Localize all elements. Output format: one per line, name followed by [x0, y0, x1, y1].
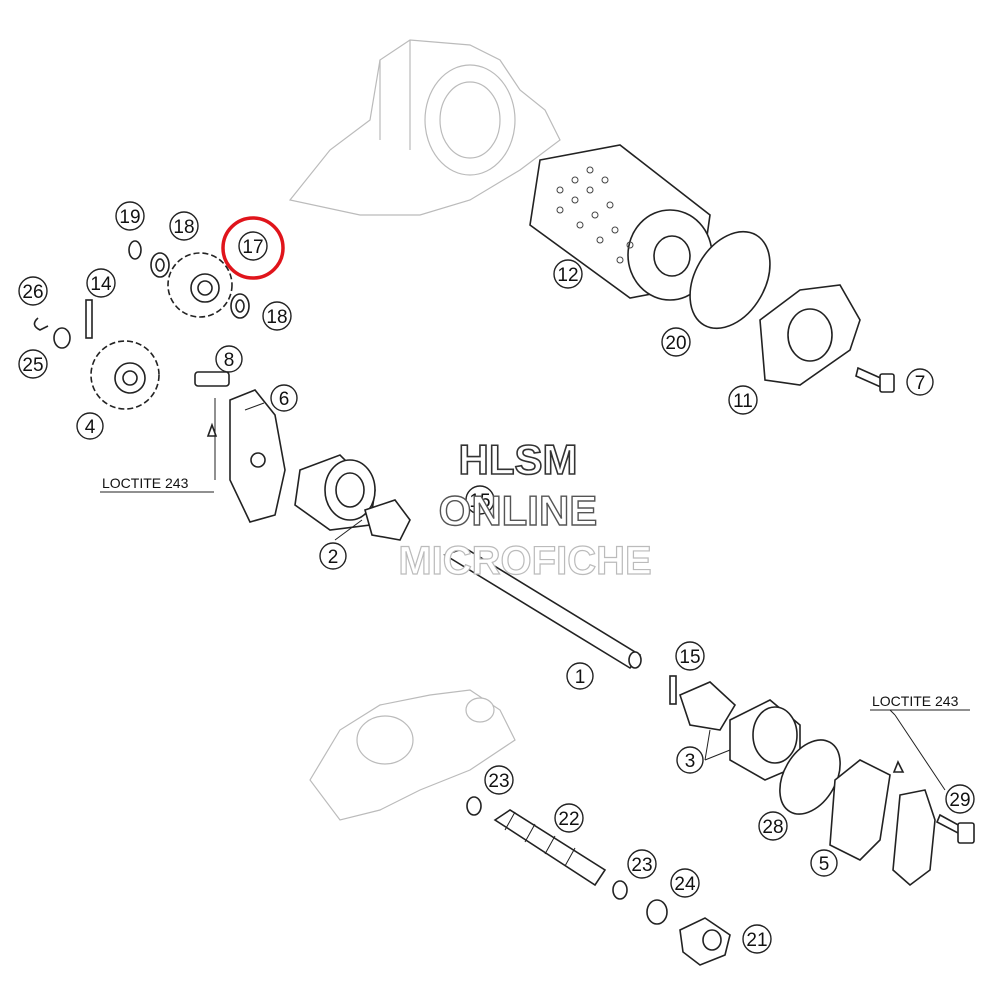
pin-15-part — [669, 675, 677, 705]
loctite-label-left: LOCTITE 243 — [102, 475, 189, 491]
svg-text:15: 15 — [469, 491, 490, 512]
cover-5-part — [829, 759, 891, 861]
circlip-26-part — [33, 317, 49, 331]
svg-text:20: 20 — [665, 333, 686, 354]
callout-11[interactable]: 11 — [728, 385, 758, 415]
pin-14-part — [85, 299, 93, 339]
callout-2[interactable]: 2 — [319, 542, 347, 570]
svg-text:4: 4 — [85, 417, 96, 438]
hose-part — [892, 760, 936, 887]
engine-case-bottom — [309, 689, 516, 821]
svg-text:MICROFICHE: MICROFICHE — [398, 539, 651, 583]
svg-text:15: 15 — [679, 647, 700, 668]
gear-17-part — [167, 252, 233, 318]
callout-6[interactable]: 6 — [270, 384, 298, 412]
bolt-7-part — [855, 366, 895, 393]
filter-cover-part — [759, 284, 861, 386]
callout-24[interactable]: 24 — [670, 868, 700, 898]
svg-text:5: 5 — [819, 854, 830, 875]
washer-18b-part — [230, 293, 250, 319]
svg-text:18: 18 — [266, 307, 287, 328]
circlip-19-part — [128, 240, 142, 260]
svg-text:25: 25 — [22, 355, 43, 376]
callout-19[interactable]: 19 — [115, 201, 145, 231]
callout-15a[interactable]: 15 — [465, 485, 495, 515]
svg-text:21: 21 — [746, 930, 767, 951]
callout-23b[interactable]: 23 — [627, 849, 657, 879]
callout-15b[interactable]: 15 — [675, 641, 705, 671]
svg-text:18: 18 — [173, 217, 194, 238]
callout-18a[interactable]: 18 — [169, 211, 199, 241]
svg-text:28: 28 — [762, 817, 783, 838]
strainer-22-part — [493, 809, 607, 887]
svg-text:23: 23 — [488, 771, 509, 792]
gear-4-part — [90, 340, 160, 410]
svg-text:8: 8 — [224, 350, 235, 371]
svg-text:23: 23 — [631, 855, 652, 876]
svg-text:29: 29 — [949, 790, 970, 811]
callout-23a[interactable]: 23 — [484, 765, 514, 795]
o-ring-23a-part — [466, 796, 482, 816]
oil-filter-part — [529, 144, 713, 301]
callout-17[interactable]: 17 — [238, 231, 268, 261]
svg-text:HLSM: HLSM — [459, 436, 578, 483]
svg-text:17: 17 — [242, 237, 263, 258]
callout-7[interactable]: 7 — [906, 368, 934, 396]
loctite-label-right: LOCTITE 243 — [872, 693, 959, 709]
svg-text:12: 12 — [557, 265, 578, 286]
callout-26[interactable]: 26 — [18, 276, 48, 306]
screw-8-part — [194, 371, 230, 437]
svg-text:ONLINE: ONLINE — [439, 487, 598, 534]
rotor-3-part — [679, 681, 801, 781]
o-ring-23b-part — [612, 880, 628, 900]
callout-12[interactable]: 12 — [553, 259, 583, 289]
callout-18b[interactable]: 18 — [262, 301, 292, 331]
callout-22[interactable]: 22 — [554, 803, 584, 833]
callout-20[interactable]: 20 — [661, 327, 691, 357]
callout-5[interactable]: 5 — [810, 849, 838, 877]
callout-29[interactable]: 29 — [945, 784, 975, 814]
callout-21[interactable]: 21 — [742, 924, 772, 954]
svg-text:7: 7 — [915, 373, 926, 394]
svg-text:6: 6 — [279, 389, 290, 410]
svg-text:26: 26 — [22, 282, 43, 303]
shaft-1-part — [443, 547, 642, 670]
callout-3[interactable]: 3 — [676, 746, 704, 774]
o-ring-24-part — [646, 899, 668, 925]
o-ring-20-part — [689, 230, 771, 330]
leader-lines — [214, 398, 946, 791]
callout-8[interactable]: 8 — [215, 345, 243, 373]
callout-25[interactable]: 25 — [18, 349, 48, 379]
svg-text:3: 3 — [685, 751, 696, 772]
watermark: HLSM ONLINE MICROFICHE — [398, 435, 653, 583]
plug-21-part — [679, 917, 731, 966]
callout-14[interactable]: 14 — [86, 268, 116, 298]
bolt-29-part — [935, 813, 975, 844]
engine-case-top — [288, 39, 561, 216]
svg-text:19: 19 — [119, 207, 140, 228]
o-ring-28-part — [779, 739, 841, 815]
washer-18a-part — [150, 252, 170, 278]
callout-28[interactable]: 28 — [758, 811, 788, 841]
highlight-ring — [221, 216, 285, 280]
svg-text:14: 14 — [90, 274, 112, 295]
svg-text:2: 2 — [328, 547, 339, 568]
rotor-2-part — [294, 454, 376, 531]
svg-text:24: 24 — [674, 874, 696, 895]
svg-text:11: 11 — [733, 391, 753, 412]
rotor-inner-part — [364, 499, 411, 541]
callout-4[interactable]: 4 — [76, 412, 104, 440]
svg-text:22: 22 — [558, 809, 579, 830]
svg-text:1: 1 — [575, 667, 586, 688]
plate-6-part — [229, 389, 286, 523]
washer-25-part — [53, 327, 71, 349]
callout-1[interactable]: 1 — [566, 662, 594, 690]
